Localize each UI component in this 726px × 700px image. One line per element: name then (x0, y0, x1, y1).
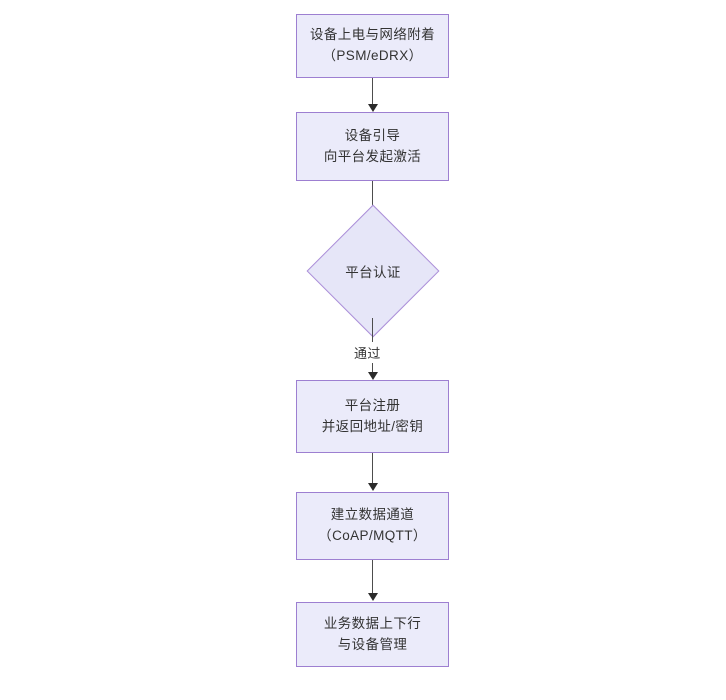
node-platform-register-line-1: 平台注册 (344, 397, 401, 413)
connector-register-to-channel (372, 453, 374, 484)
node-platform-register[interactable]: 平台注册 并返回地址/密钥 (296, 380, 449, 453)
node-bootstrap[interactable]: 设备引导 向平台发起激活 (296, 112, 449, 181)
node-data-channel-line-1: 建立数据通道 (330, 507, 415, 523)
connector-power-on-to-bootstrap (372, 78, 374, 105)
node-platform-auth[interactable]: 平台认证 (306, 204, 440, 338)
arrowhead-power-on-to-bootstrap (367, 104, 378, 112)
connector-bootstrap-to-auth (372, 181, 374, 214)
node-service-data[interactable]: 业务数据上下行 与设备管理 (296, 602, 449, 667)
node-power-on-line-2: （PSM/eDRX） (322, 48, 423, 63)
edge-label-pass: 通过 (351, 342, 384, 363)
arrowhead-register-to-channel (367, 483, 378, 491)
node-data-channel-line-2: （CoAP/MQTT） (318, 528, 427, 543)
node-platform-auth-label: 平台认证 (345, 265, 401, 280)
node-power-on[interactable]: 设备上电与网络附着 （PSM/eDRX） (296, 14, 449, 78)
connector-channel-to-service (372, 560, 374, 594)
node-service-data-line-2: 与设备管理 (337, 636, 408, 652)
node-service-data-line-1: 业务数据上下行 (323, 615, 422, 631)
node-power-on-line-1: 设备上电与网络附着 (309, 27, 436, 43)
node-bootstrap-line-2: 向平台发起激活 (323, 148, 422, 164)
node-platform-register-line-2: 并返回地址/密钥 (321, 418, 424, 434)
arrowhead-channel-to-service (367, 593, 378, 601)
node-bootstrap-line-1: 设备引导 (344, 127, 401, 143)
node-data-channel[interactable]: 建立数据通道 （CoAP/MQTT） (296, 492, 449, 560)
arrowhead-auth-to-register (367, 372, 378, 380)
